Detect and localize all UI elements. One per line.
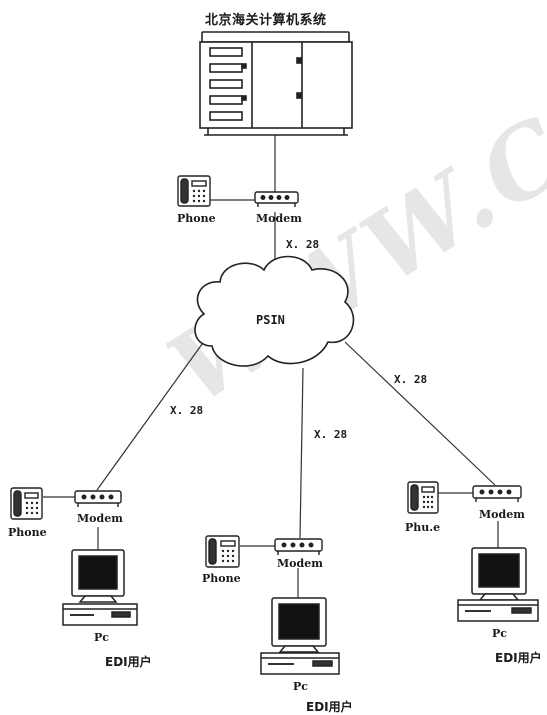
phone-icon-middle xyxy=(206,536,239,567)
modem-icon-top xyxy=(255,192,298,207)
protocol-label-left: X. 28 xyxy=(170,404,203,417)
pc-label-left: Pc xyxy=(94,631,109,644)
modem-label-right: Modem xyxy=(479,508,525,521)
phone-label-top: Phone xyxy=(177,212,216,225)
phone-icon-top xyxy=(178,176,210,206)
pc-icon-middle xyxy=(261,598,339,674)
network-label: PSIN xyxy=(256,313,285,327)
modem-icon-right xyxy=(473,486,521,502)
cloud-to-right-modem-line xyxy=(345,342,495,485)
pc-label-right: Pc xyxy=(492,627,507,640)
modem-label-left: Modem xyxy=(77,512,123,525)
modem-label-middle: Modem xyxy=(277,557,323,570)
phone-icon-left xyxy=(11,488,42,519)
protocol-label-center-top: X. 28 xyxy=(286,238,319,251)
modem-label-top: Modem xyxy=(256,212,302,225)
modem-icon-middle xyxy=(275,539,322,555)
edi-user-label-right: EDI用户 xyxy=(495,649,542,666)
protocol-label-middle: X. 28 xyxy=(314,428,347,441)
pc-icon-right xyxy=(458,548,538,621)
pc-label-middle: Pc xyxy=(293,680,308,693)
phone-label-middle: Phone xyxy=(202,572,241,585)
psin-cloud-icon xyxy=(195,257,354,367)
cloud-to-middle-modem-line xyxy=(300,368,303,538)
phone-label-left: Phone xyxy=(8,526,47,539)
edi-user-label-middle: EDI用户 xyxy=(306,698,353,715)
pc-icon-left xyxy=(63,550,137,625)
phone-label-right: Phu.e xyxy=(405,521,440,534)
mainframe-icon xyxy=(200,32,352,135)
diagram-title: 北京海关计算机系统 xyxy=(205,9,327,28)
edi-user-label-left: EDI用户 xyxy=(105,653,152,670)
modem-icon-left xyxy=(75,491,121,507)
protocol-label-right: X. 28 xyxy=(394,373,427,386)
phone-icon-right xyxy=(408,482,438,513)
